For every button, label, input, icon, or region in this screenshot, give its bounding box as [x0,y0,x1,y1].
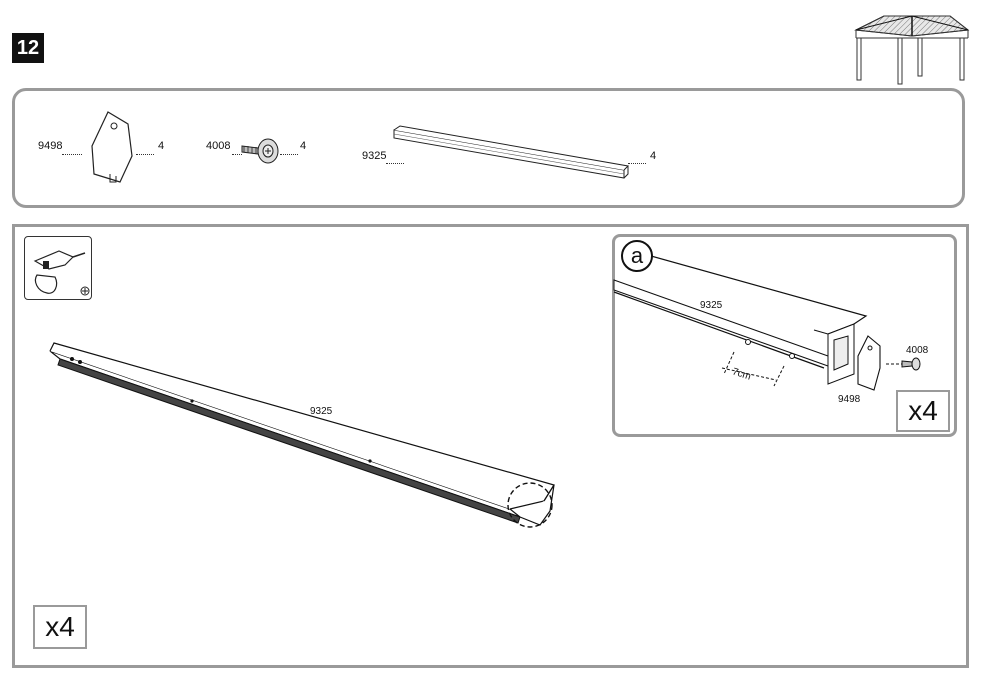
screw-icon [241,138,279,164]
detail-plate-label: 9498 [838,394,861,405]
detail-beam-drawing [613,253,868,387]
detail-screw-label: 4008 [906,345,929,356]
leader-dots [280,154,298,155]
beam-label-9325: 9325 [310,406,333,417]
detail-beam-label: 9325 [700,300,723,311]
leader-dots [232,154,242,155]
leader-dots [62,154,82,155]
detail-quantity-multiplier: x4 [896,390,950,432]
rail-beam-icon [393,125,630,179]
part-qty-9498: 4 [158,140,165,152]
leader-dots [386,163,404,164]
part-qty-4008: 4 [300,140,307,152]
tool-indicator [24,236,92,300]
gazebo-overview-icon [854,15,970,85]
detail-screw-icon [886,357,921,371]
step-number-badge: 12 [12,33,44,63]
part-qty-9325: 4 [650,150,657,162]
detail-letter-a: a [621,240,653,272]
part-id-9325: 9325 [362,150,387,162]
detail-plate-icon [857,335,881,391]
leader-dots [136,154,154,155]
drill-icon [33,250,90,296]
beam-assembly-drawing [49,342,555,528]
part-id-4008: 4008 [206,140,231,152]
mounting-plate-icon [91,111,133,183]
leader-dots [628,163,646,164]
main-quantity-multiplier: x4 [33,605,87,649]
part-id-9498: 9498 [38,140,63,152]
